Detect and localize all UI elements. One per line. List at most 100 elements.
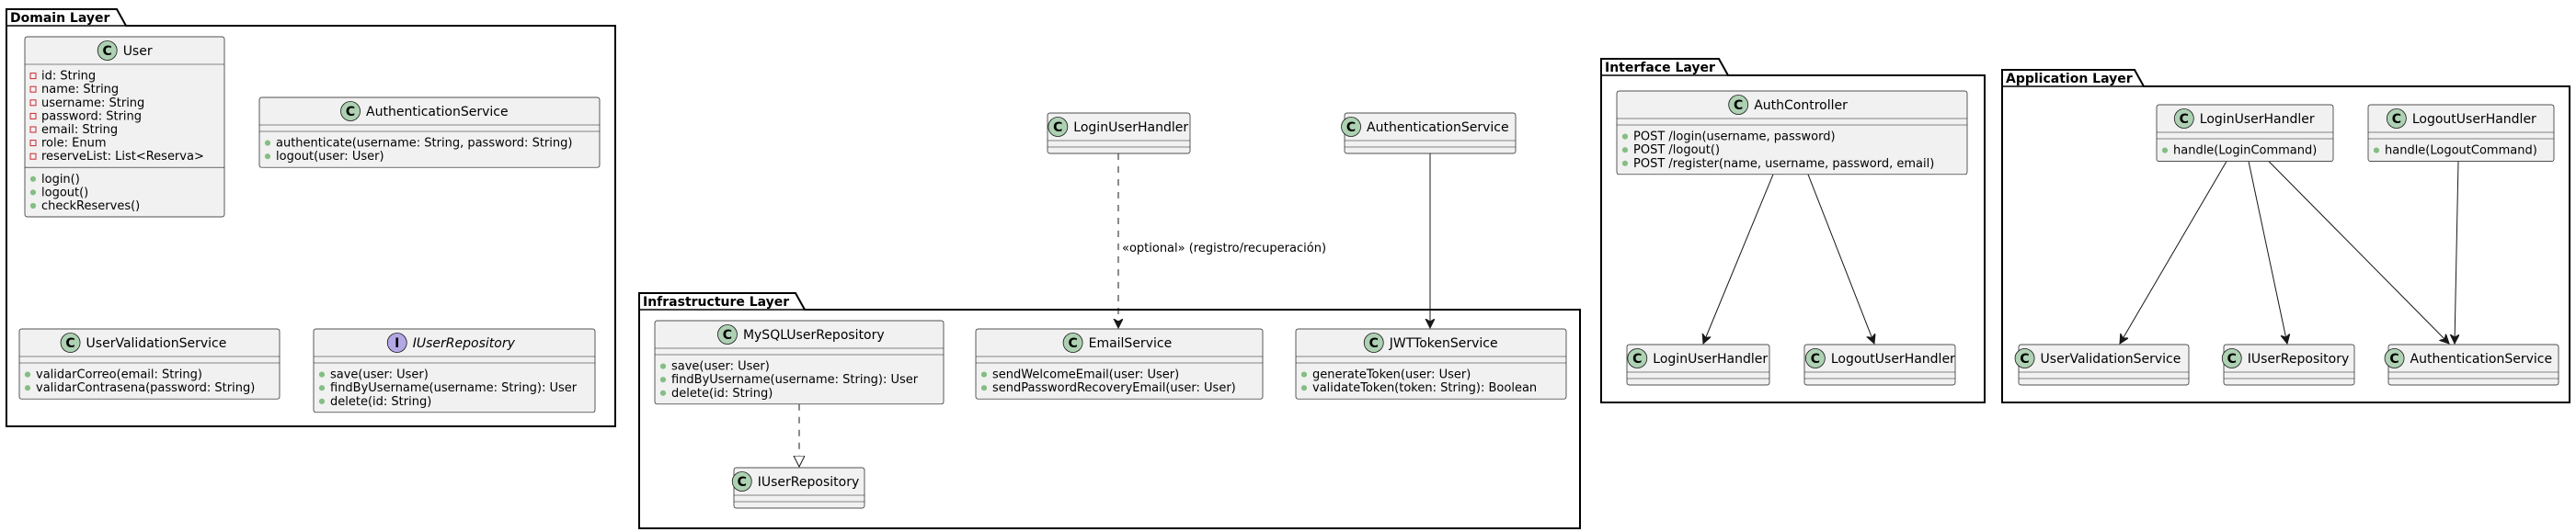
class-box	[1626, 344, 1770, 386]
class-box	[2367, 104, 2555, 162]
attribute: email: String	[41, 123, 118, 137]
method: checkReserves()	[41, 199, 140, 213]
class-name: EmailService	[1089, 336, 1173, 351]
private-visibility-icon	[29, 112, 37, 119]
public-visibility-icon	[24, 371, 31, 378]
method: sendPasswordRecoveryEmail(user: User)	[992, 381, 1236, 395]
edge-label: «optional» (registro/recuperación)	[1122, 242, 1326, 255]
attribute: role: Enum	[41, 137, 107, 151]
method: sendWelcomeEmail(user: User)	[992, 368, 1179, 382]
stereotype-letter: C	[1632, 352, 1642, 367]
public-visibility-icon	[318, 398, 326, 404]
association-line	[2455, 161, 2458, 344]
class-name: AuthController	[1754, 98, 1848, 113]
stereotype-letter: C	[65, 336, 74, 351]
edge-authcontroller-to-if-logouthandler	[1807, 174, 1874, 344]
class-name: LogoutUserHandler	[1831, 352, 1955, 367]
association-line	[2248, 161, 2287, 344]
stereotype-letter: C	[2389, 352, 2399, 367]
class-box	[975, 328, 1264, 400]
public-visibility-icon	[1621, 160, 1629, 166]
public-visibility-icon	[1621, 147, 1629, 153]
method: save(user: User)	[330, 368, 429, 382]
method: POST /logout()	[1633, 143, 1720, 157]
package-domain: Domain Layer	[6, 8, 616, 427]
method: delete(id: String)	[671, 387, 773, 401]
class-name: UserValidationService	[86, 336, 227, 351]
class-stereotype-icon	[1048, 117, 1069, 137]
class-stereotype-icon	[717, 324, 738, 345]
class-emailservice[interactable]: C EmailService sendWelcomeEmail(user: User…	[975, 328, 1264, 400]
class-name: IUserRepository	[758, 475, 859, 490]
public-visibility-icon	[1621, 133, 1629, 140]
class-stereotype-icon	[1627, 348, 1648, 368]
stereotype-letter: C	[1346, 120, 1356, 135]
public-visibility-icon	[318, 371, 326, 378]
class-iuserrepository[interactable]: C IUserRepository	[731, 467, 865, 509]
class-logoutuserhandler[interactable]: C LogoutUserHandler	[1803, 344, 1956, 386]
class-stereotype-icon	[1363, 333, 1384, 353]
edge-app-loginhandler-to-app-iuserrepo	[2248, 161, 2287, 344]
edge-free-loginhandler-to-emailsvc: «optional» (registro/recuperación)	[1118, 153, 1326, 328]
class-stereotype-icon	[2384, 348, 2405, 368]
method: save(user: User)	[671, 360, 770, 374]
class-box	[18, 328, 280, 400]
class-stereotype-icon	[340, 101, 361, 121]
private-visibility-icon	[29, 99, 37, 107]
class-name: IUserRepository	[2248, 352, 2349, 367]
stereotype-letter: C	[738, 475, 747, 490]
class-name: UserValidationService	[2041, 352, 2181, 367]
public-visibility-icon	[1300, 371, 1308, 378]
public-visibility-icon	[264, 153, 271, 160]
package-infra: Infrastructure Layer	[638, 292, 1581, 529]
edge-app-logouthandler-to-app-authsvc	[2455, 161, 2458, 344]
stereotype-letter: C	[1068, 336, 1077, 351]
public-visibility-icon	[980, 371, 988, 378]
package-title: Application Layer	[2006, 72, 2133, 86]
public-visibility-icon	[1300, 385, 1308, 391]
public-visibility-icon	[318, 385, 326, 391]
class-name: User	[123, 44, 153, 59]
method: generateToken(user: User)	[1312, 368, 1471, 382]
public-visibility-icon	[24, 385, 31, 391]
stereotype-letter: C	[1734, 98, 1743, 113]
edge-app-loginhandler-to-app-authsvc	[2268, 161, 2449, 344]
edge-authcontroller-to-if-loginhandler	[1703, 174, 1774, 344]
public-visibility-icon	[2161, 147, 2169, 153]
private-visibility-icon	[29, 73, 37, 80]
method: validateToken(token: String): Boolean	[1312, 381, 1537, 395]
class-box	[1616, 90, 1968, 175]
class-box	[1803, 344, 1956, 386]
attribute: reserveList: List<Reserva>	[41, 150, 204, 164]
method: POST /login(username, password)	[1633, 130, 1836, 144]
attribute: username: String	[41, 96, 144, 110]
class-stereotype-icon	[2386, 108, 2407, 129]
class-name: IUserRepository	[413, 336, 516, 351]
class-stereotype-icon	[2221, 348, 2242, 368]
stereotype-letter: C	[1811, 352, 1820, 367]
private-visibility-icon	[29, 85, 37, 93]
method: handle(LoginCommand)	[2173, 144, 2317, 158]
interface-stereotype-icon	[386, 333, 407, 353]
package-title: Interface Layer	[1605, 61, 1715, 75]
class-stereotype-icon	[1341, 117, 1361, 137]
class-name: MySQLUserRepository	[743, 328, 885, 343]
association-line	[1807, 174, 1874, 344]
